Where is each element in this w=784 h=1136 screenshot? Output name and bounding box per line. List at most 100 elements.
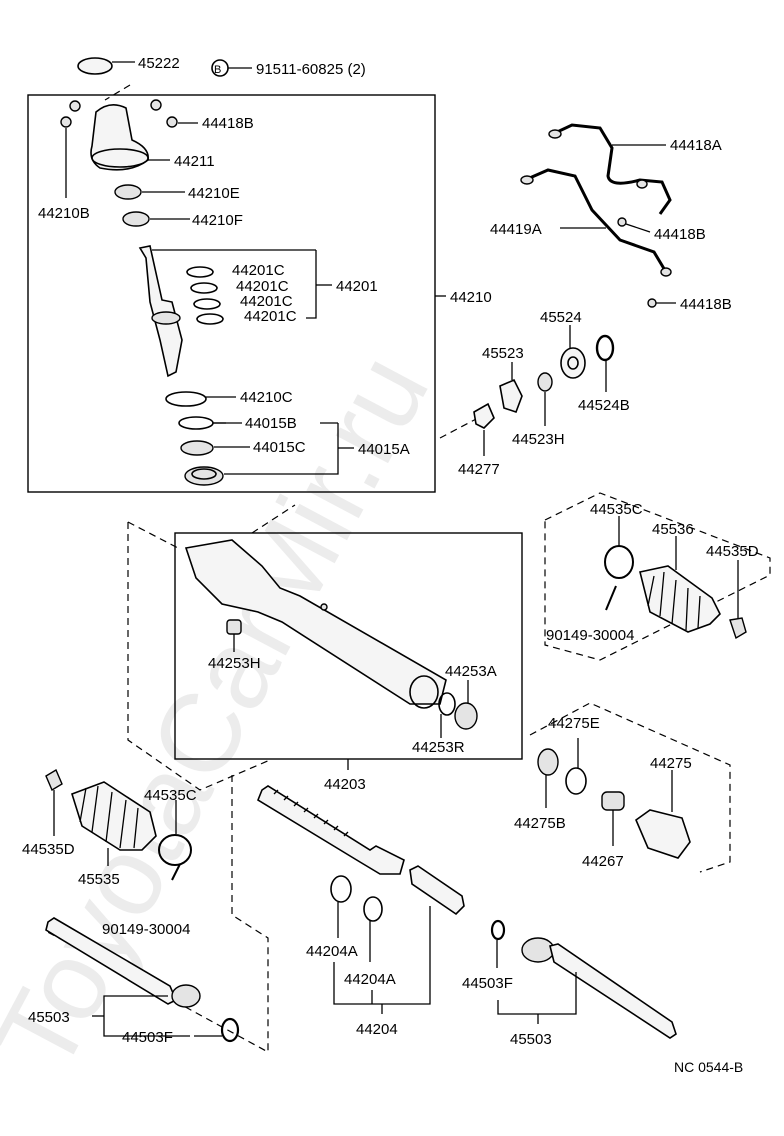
label-44015B: 44015B [245,415,297,432]
seal-ring-part [196,313,224,325]
lock-nut-part [595,334,615,362]
pressure-pipe-44419A [524,168,668,273]
label-44524B: 44524B [578,397,630,414]
tie-rod-ball-joint [171,984,201,1008]
rack-piston-part [409,865,465,916]
yoke-plug-part [560,347,586,379]
seal-ring-part [178,416,214,430]
label-91511: 91511-60825 (2) [256,61,366,78]
nut-part [150,99,162,111]
bolt-marker-letter: B [214,64,221,76]
pipe-fitting [520,175,534,185]
label-44201C-3: 44201C [240,293,293,310]
label-44201C-1: 44201C [232,262,285,279]
right-boot-dash-outline [544,492,771,661]
label-45536: 45536 [652,521,694,538]
top-dash-link [104,84,131,101]
label-44418B-r1: 44418B [654,226,706,243]
dust-cap-part [77,57,113,75]
boot-clamp-part [158,834,192,866]
spring-part [537,372,553,392]
label-44275B: 44275B [514,815,566,832]
pressure-pipe-44418A [554,123,672,215]
label-44535C-r: 44535C [590,501,643,518]
pinion-collar [151,311,181,325]
label-44418B-top: 44418B [202,115,254,132]
oil-seal-part [114,184,142,200]
label-90149-r: 90149-30004 [546,627,634,644]
label-44253H: 44253H [208,655,261,672]
boot-ribs [647,571,701,631]
valve-housing-part [90,104,149,171]
boot-ribs [79,785,139,849]
bracket-44201 [306,250,317,319]
rack-housing-part [184,539,447,705]
pipe-fitting [548,129,562,139]
o-ring-part [438,692,456,716]
label-44210C: 44210C [240,389,293,406]
o-ring-part [165,391,207,407]
label-44267: 44267 [582,853,624,870]
bearing-part [122,211,150,227]
yoke-plug-inner [567,356,579,370]
right-rack-dash-outline [529,702,731,873]
nut-part [617,217,627,227]
label-45222: 45222 [138,55,180,72]
pinion-shaft-part [138,245,183,378]
label-44503F-l: 44503F [122,1029,173,1046]
label-44503F-r: 44503F [462,975,513,992]
label-44211: 44211 [174,153,215,170]
rack-guide-seat-part [473,402,495,429]
diagram-code: NC 0544-B [674,1059,743,1075]
pipe-fitting [636,179,648,189]
housing-dash-link [251,504,296,534]
seal-ring-part [186,266,214,278]
stopper-part [601,791,625,811]
lock-washer-part [220,1017,240,1043]
label-44204A-2: 44204A [344,971,396,988]
bracket-45503-r [497,972,577,1015]
rack-teeth [273,789,349,837]
oil-seal-inner [191,468,217,480]
rack-guide-part [499,378,523,414]
boot-clamp-part [604,545,634,579]
pinion-housing-frame [27,94,436,493]
yoke-dash-link [439,417,479,439]
label-44201C-4: 44201C [244,308,297,325]
label-45524: 45524 [540,309,582,326]
o-ring-part [565,767,587,795]
lock-washer-part [490,919,506,941]
rack-boot-part [639,565,721,633]
label-44201C-2: 44201C [236,278,289,295]
label-44204: 44204 [356,1021,398,1038]
leader-44418B-r1 [625,223,651,233]
label-44015C: 44015C [253,439,306,456]
tie-rod-ball-joint [521,937,555,963]
boot-clip-part [45,768,63,792]
seal-ring-part [190,282,218,294]
label-44015A: 44015A [358,441,410,458]
nut-part [166,116,178,128]
bushing-part [226,619,242,635]
steering-rack-part [257,785,405,875]
label-44275E: 44275E [548,715,600,732]
label-44253A: 44253A [445,663,497,680]
label-44418B-r2: 44418B [680,296,732,313]
nut-part [647,298,657,308]
pipe-fitting [660,267,672,277]
label-44201: 44201 [336,278,378,295]
housing-port [320,603,328,611]
label-45503-r: 45503 [510,1031,552,1048]
label-44535C-l: 44535C [144,787,197,804]
label-44277: 44277 [458,461,500,478]
left-tie-rod-dash-outline [43,775,269,1054]
label-44253R: 44253R [412,739,465,756]
nut-part [60,116,72,128]
bushing-part [537,748,559,776]
label-44275: 44275 [650,755,692,772]
label-44523H: 44523H [512,431,565,448]
end-boot-part [635,809,691,859]
label-44419A: 44419A [490,221,542,238]
spacer-part [180,440,214,456]
